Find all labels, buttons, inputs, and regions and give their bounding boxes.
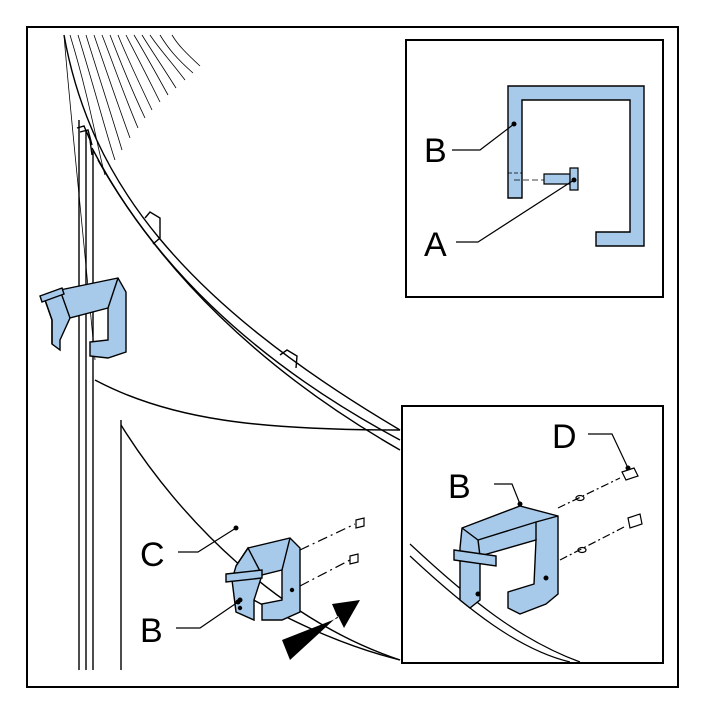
label-b-main: B <box>140 612 163 650</box>
label-c-main: C <box>140 536 165 574</box>
screws-main <box>299 517 365 587</box>
callout-dot-d <box>625 465 631 471</box>
callout-dot-a <box>571 177 577 183</box>
inset-top: B A <box>405 39 664 298</box>
screws-exploded <box>557 467 643 561</box>
inset-top-frame <box>405 39 664 298</box>
inset-bottom: D B <box>401 405 664 664</box>
main-callouts <box>176 527 239 629</box>
label-b-inset-top: B <box>424 132 447 170</box>
callout-dot-c <box>233 525 239 531</box>
bracket-exploded <box>453 505 559 615</box>
screw-section <box>543 173 571 185</box>
bracket-lower <box>225 537 301 622</box>
label-a-inset-top: A <box>424 226 447 264</box>
callout-dot-b-bottom <box>517 501 523 507</box>
bracket-section <box>507 85 645 247</box>
label-d-inset-bottom: D <box>552 418 577 456</box>
label-b-inset-bottom: B <box>448 468 471 506</box>
bracket-upper-left <box>39 277 127 359</box>
direction-arrow <box>282 600 360 660</box>
callout-dot-b-top <box>511 121 517 127</box>
callout-dot-b-main <box>235 599 241 605</box>
